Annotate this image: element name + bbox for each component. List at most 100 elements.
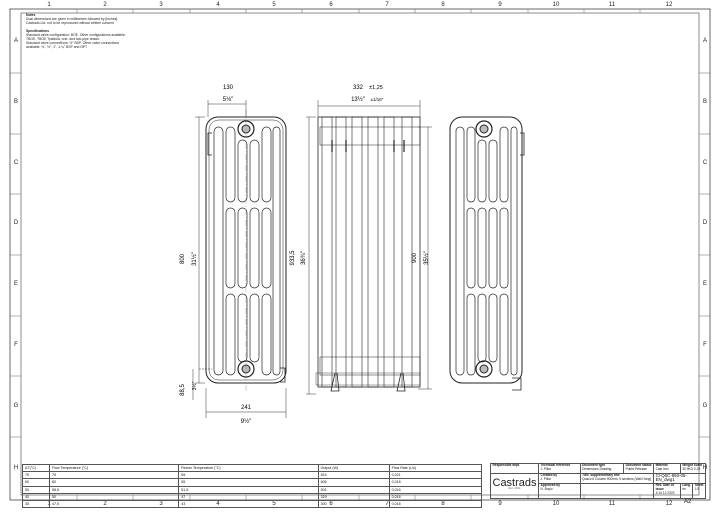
row-label-h: H	[13, 465, 19, 471]
scale-value: 0,25	[694, 466, 701, 471]
row-label-d-right: D	[702, 220, 708, 226]
notes-line: Dual dimensions are given in millimetres…	[26, 17, 119, 22]
row-label-f-right: F	[703, 342, 707, 348]
col-label-11-bottom: 11	[608, 501, 616, 507]
lang-label: Lang.	[682, 483, 691, 488]
row-label-c-right: C	[702, 160, 708, 166]
col-label-12: 12	[665, 2, 673, 8]
table-cell: 35	[22, 499, 50, 509]
table-cell: 75	[48, 471, 180, 480]
table-header: Return Temperature (°C)	[178, 463, 319, 473]
side-inner-mm: 900	[412, 252, 418, 263]
col-label-7: 7	[385, 2, 389, 8]
notes-block: Notes Dual dimensions are given in milli…	[26, 13, 196, 50]
row-label-g-right: G	[702, 403, 708, 409]
side-inner-in: 35½"	[423, 251, 430, 265]
table-cell: 55	[178, 478, 319, 487]
front-height-mm: 800	[180, 253, 186, 264]
col-label-5: 5	[272, 2, 276, 8]
table-header: Flow Rate (L/s)	[388, 463, 483, 473]
table-cell: 329	[317, 492, 390, 501]
notes-title: Notes	[26, 13, 36, 17]
side-dimension-lines	[306, 100, 432, 395]
table-cell: 0,016	[388, 492, 483, 501]
lang-cell: Lang.en	[679, 483, 694, 499]
sheet-label: Sheet	[694, 483, 704, 488]
front-base-mm: 241	[241, 405, 252, 411]
table-cell: 75	[22, 471, 50, 480]
table-cell: 47	[178, 492, 319, 501]
weight-value: 30,9KG	[682, 466, 694, 471]
row-label-a: A	[13, 38, 18, 44]
notes-line: Castrads Ltd. not to be reproduced witho…	[26, 21, 114, 26]
row-label-f: F	[14, 342, 18, 348]
responsible-dept-label: Responsible dept.	[492, 463, 520, 467]
scale-label: Scale	[693, 463, 703, 467]
spec-line: TBOE, TBOE Tyabiola, one- and two-pipe d…	[26, 37, 100, 42]
table-header-row: ΔT(°C) Flow Temperature (°C) Return Temp…	[22, 463, 483, 473]
date-label: Date of issue	[655, 483, 674, 491]
material-label: Material	[655, 463, 668, 467]
col-label-4: 4	[216, 2, 220, 8]
spec-line: available: ¾", ½", 1", 1-¼" BSP and NPT	[26, 45, 88, 50]
table-cell: 51,5	[178, 485, 319, 494]
table-cell: 50	[22, 485, 50, 494]
outer-frame	[9, 8, 711, 501]
responsible-dept-cell: Responsible dept.	[489, 462, 540, 475]
col-label-9: 9	[498, 2, 502, 8]
side-width-mm: 332	[353, 85, 364, 91]
doc-status-label: Document status	[625, 463, 652, 467]
col-label-11: 11	[608, 2, 616, 8]
table-cell: 300	[317, 499, 390, 509]
table-header: ΔT(°C)	[22, 463, 50, 473]
title-label: Title, supplementary title	[582, 473, 620, 478]
col-label-1: 1	[47, 2, 51, 8]
flow-table: ΔT(°C) Flow Temperature (°C) Return Temp…	[22, 463, 483, 509]
col-label-6: 6	[329, 2, 333, 8]
created-value: J. Pillar	[540, 476, 551, 481]
approved-value: N. Boylo	[540, 486, 553, 491]
row-label-a-right: A	[702, 38, 707, 44]
col-label-9-bottom: 9	[498, 501, 502, 507]
front-height-in: 31½"	[191, 252, 198, 266]
table-cell: 824	[317, 471, 390, 480]
brand-name: Castrads	[492, 476, 537, 489]
brand-sub: Est. 2004	[508, 485, 521, 490]
col-label-2: 2	[103, 2, 107, 8]
doc-type-value: Dimensions Drawing	[582, 466, 612, 471]
row-label-c: C	[13, 160, 19, 166]
col-label-10: 10	[552, 2, 560, 8]
doc-type-label: Document type	[582, 463, 606, 467]
table-cell: 0,018	[388, 478, 483, 487]
table-header: Output (W)	[317, 463, 390, 473]
sheet-value: 1/1	[694, 486, 700, 491]
table-cell: 65	[178, 471, 319, 480]
rev-value: A	[655, 490, 658, 495]
empty-cell	[579, 483, 655, 499]
row-label-b-right: B	[702, 99, 707, 105]
front-foot-in: 3½"	[191, 381, 198, 390]
front-width-mm: 130	[223, 85, 234, 91]
side-width-tol: ±1,25	[369, 85, 383, 91]
material-value: Cast Iron	[655, 466, 669, 471]
spec-line: Standard valve configuration: BOE. Other…	[26, 32, 126, 37]
paper-size: A2	[684, 499, 692, 505]
drawing-number: Cl-Q6C-960-05-EN_dwg1	[655, 473, 687, 482]
rear-view	[449, 116, 525, 391]
column-ticks	[10, 9, 710, 500]
spec-line: Standard valve connections: ½" BSP. Othe…	[26, 41, 120, 46]
side-view	[315, 116, 421, 392]
table-cell: 43	[178, 499, 319, 509]
front-dimension-lines	[192, 100, 287, 418]
